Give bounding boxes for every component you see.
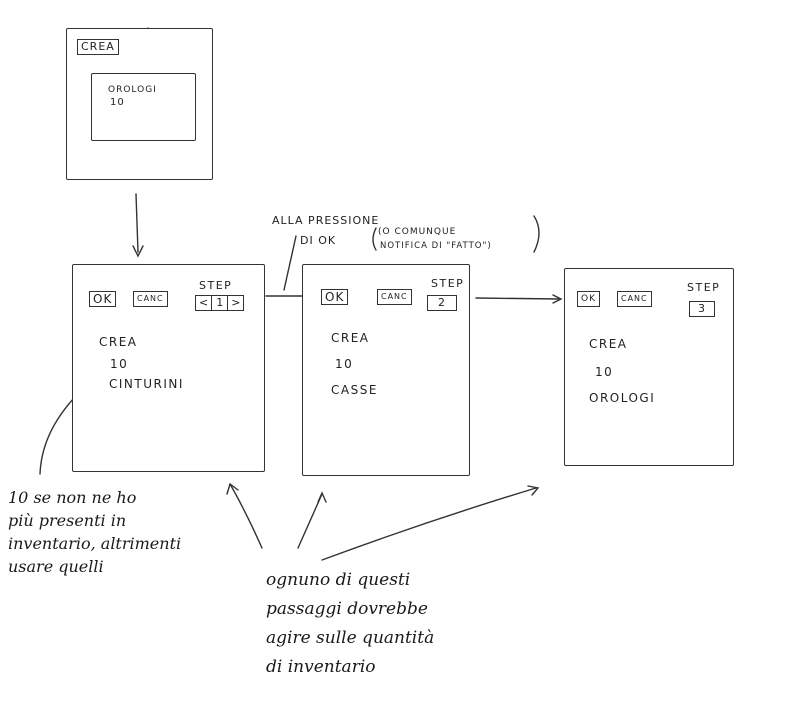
line-bottom-note-to-step1 <box>229 483 263 549</box>
step3-ok-button[interactable]: OK <box>577 291 600 307</box>
step2-canc-button[interactable]: CANC <box>377 289 412 305</box>
step2-step-label: STEP <box>431 277 465 290</box>
note-bottom-line3: agire sulle quantità <box>266 628 435 648</box>
transition-note-line4: NOTIFICA DI "FATTO") <box>380 241 492 251</box>
step1-quantity[interactable]: 10 <box>110 357 129 371</box>
note-bottom-line2: passaggi dovrebbe <box>266 599 428 619</box>
step1-item-name: CINTURINI <box>109 377 184 391</box>
step3-step-value: 3 <box>689 301 715 317</box>
step1-canc-button[interactable]: CANC <box>133 291 168 307</box>
step3-step-label: STEP <box>687 281 721 294</box>
line-bottom-note-to-step3 <box>321 487 537 561</box>
step3-crea-label: CREA <box>589 337 628 351</box>
step2-quantity: 10 <box>335 357 354 371</box>
arrow-step2-to-step3 <box>475 297 561 300</box>
crea-button[interactable]: CREA <box>77 39 119 55</box>
note-bottom: ognuno di questi passaggi dovrebbe agire… <box>266 566 434 682</box>
inner-item-name: OROLOGI <box>108 85 157 95</box>
step1-window: OK CANC STEP < 1 > CREA 10 CINTURINI <box>72 264 265 472</box>
step1-step-label: STEP <box>199 279 233 292</box>
note-bottom-line1: ognuno di questi <box>266 570 411 590</box>
step1-crea-label: CREA <box>99 335 138 349</box>
step1-step-value: 1 <box>212 296 229 310</box>
step2-step-value: 2 <box>427 295 457 311</box>
step2-ok-button[interactable]: OK <box>321 289 349 305</box>
note-left: 10 se non ne ho più presenti in inventar… <box>8 486 181 578</box>
step3-quantity: 10 <box>595 365 614 379</box>
arrow-note-to-transition <box>283 235 297 291</box>
step1-prev-button[interactable]: < <box>196 296 213 310</box>
transition-note-line3: (O COMUNQUE <box>378 227 457 237</box>
note-left-line2: più presenti in <box>8 511 127 530</box>
step3-canc-button[interactable]: CANC <box>617 291 652 307</box>
note-left-line1: 10 se non ne ho <box>8 488 137 507</box>
arrow-down-to-step1 <box>135 193 139 253</box>
step1-next-button[interactable]: > <box>231 296 241 309</box>
top-sketch-inner-panel: OROLOGI 10 <box>91 73 196 141</box>
step2-crea-label: CREA <box>331 331 370 345</box>
note-left-line4: usare quelli <box>8 557 104 576</box>
top-sketch-window: CREA OROLOGI 10 <box>66 28 213 180</box>
step2-item-name: CASSE <box>331 383 378 397</box>
note-left-line3: inventario, altrimenti <box>8 534 182 553</box>
transition-note-line1: ALLA PRESSIONE <box>272 214 380 227</box>
step3-item-name: OROLOGI <box>589 391 656 405</box>
step1-ok-button[interactable]: OK <box>89 291 117 307</box>
step1-stepper[interactable]: < 1 > <box>195 295 245 311</box>
note-bottom-line4: di inventario <box>266 657 376 677</box>
step2-window: OK CANC STEP 2 CREA 10 CASSE <box>302 264 470 476</box>
transition-note-line2: DI OK <box>300 234 337 247</box>
line-bottom-note-to-step2 <box>297 493 323 549</box>
step3-window: OK CANC STEP 3 CREA 10 OROLOGI <box>564 268 734 466</box>
inner-item-quantity: 10 <box>110 97 125 108</box>
